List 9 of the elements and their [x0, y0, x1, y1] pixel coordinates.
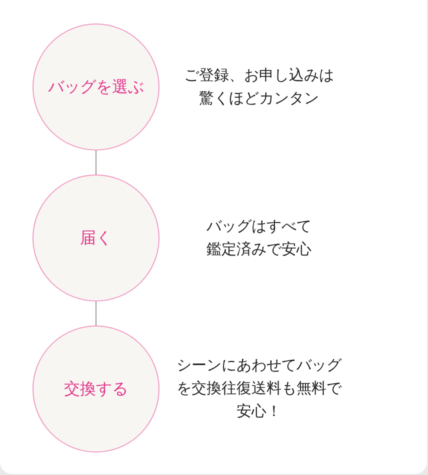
step-description: シーンにあわせてバッグを交換往復送料も無料で安心！: [176, 354, 343, 422]
step-description: ご登録、お申し込みは驚くほどカンタン: [183, 64, 335, 108]
step-circle: [32, 325, 160, 452]
step-description: バッグはすべて鑑定済みで安心: [206, 215, 312, 260]
step-label: バッグを選ぶ: [47, 76, 145, 98]
step-circle: [32, 174, 160, 301]
step-circle: [32, 23, 160, 150]
step-label: 届く: [79, 226, 113, 248]
step-label: 交換する: [63, 378, 129, 400]
